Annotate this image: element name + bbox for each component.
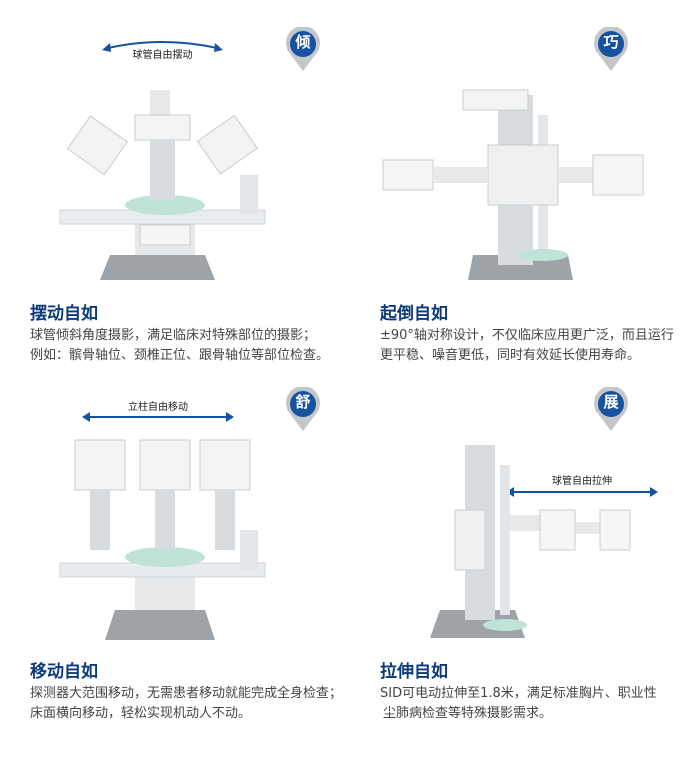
arrow-label-column-move: 立柱自由移动: [128, 402, 188, 413]
feature-title: 移动自如: [30, 662, 98, 682]
machine-tilt-image: [382, 89, 644, 280]
feature-desc-line: 例如：髌骨轴位、颈椎正位、跟骨轴位等部位检查。: [30, 348, 330, 363]
arrow-label-tube-swing: 球管自由摆动: [132, 50, 193, 61]
arrow-label-tube-extend: 球管自由拉伸: [552, 476, 612, 487]
feature-title: 摆动自如: [30, 304, 98, 324]
machine-extend-image: [430, 445, 631, 638]
feature-desc-line: 更平稳、噪音更低，同时有效延长使用寿命。: [380, 348, 641, 363]
badge-comfort: 舒: [285, 385, 321, 431]
feature-desc-line: SID可电动拉伸至1.8米，满足标准胸片、职业性: [380, 686, 657, 701]
double-arrow-icon: [82, 412, 234, 422]
machine-swing-image: [59, 90, 266, 280]
map-pin-icon: [286, 25, 320, 72]
feature-desc-line: 床面横向移动，轻松实现机动人不动。: [30, 706, 252, 721]
curved-arrow-icon: [102, 41, 223, 52]
badge-tilt: 倾: [285, 25, 321, 72]
feature-desc-line: ±90°轴对称设计，不仅临床应用更广泛，而且运行: [380, 328, 674, 343]
feature-desc-line: 尘肺病检查等特殊摄影需求。: [383, 706, 553, 721]
feature-title: 拉伸自如: [380, 662, 448, 682]
map-pin-icon: [594, 385, 628, 431]
map-pin-icon: [286, 385, 320, 431]
machine-move-image: [59, 439, 266, 640]
feature-desc-line: 探测器大范围移动，无需患者移动就能完成全身检查；: [30, 686, 343, 701]
feature-desc-line: 球管倾斜角度摄影，满足临床对特殊部位的摄影；: [30, 328, 317, 343]
map-pin-icon: [594, 25, 628, 72]
feature-title: 起倒自如: [380, 304, 448, 324]
double-arrow-icon: [506, 487, 658, 497]
badge-smart: 巧: [593, 25, 629, 72]
badge-extend: 展: [593, 385, 629, 431]
